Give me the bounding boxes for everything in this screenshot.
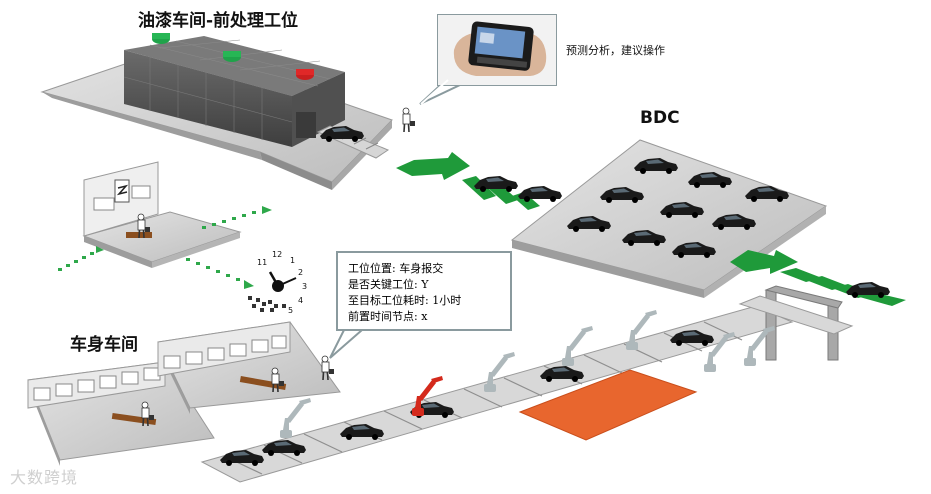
info-line-key: 是否关键工位: Y — [348, 278, 429, 291]
callout-pointer — [329, 329, 365, 359]
info-line-time: 至目标工位耗时: 1小时 — [348, 294, 462, 307]
body-shop-right-platform — [157, 321, 341, 414]
paint-conveyor — [316, 125, 390, 159]
clock-num-2: 2 — [298, 268, 304, 277]
body-shop-left-platform — [27, 361, 215, 466]
clock-num-12: 12 — [272, 250, 283, 259]
clock-icon — [248, 271, 297, 312]
phone-callout — [419, 14, 557, 105]
dotted-arrows — [58, 206, 272, 289]
office-platform — [82, 161, 242, 268]
station-info-callout: 工位位置: 车身报交 是否关键工位: Y 至目标工位耗时: 1小时 前置时间节点… — [336, 251, 512, 331]
main-conveyor — [200, 282, 890, 483]
body-shop-title: 车身车间 — [70, 335, 138, 355]
paint-shop-title: 油漆车间-前处理工位 — [138, 11, 299, 31]
paint-building — [123, 33, 345, 147]
clock-num-5: 5 — [288, 306, 294, 315]
worker-icon — [402, 107, 416, 133]
clock-num-4: 4 — [298, 296, 304, 305]
clock-num-11: 11 — [257, 258, 268, 267]
clock-num-3: 3 — [302, 282, 308, 291]
watermark: 大数跨境 — [10, 468, 79, 487]
worker-icon-2 — [321, 355, 335, 381]
predict-label: 预测分析，建议操作 — [566, 44, 665, 57]
info-line-lead: 前置时间节点: x — [348, 310, 428, 323]
bdc-platform — [474, 139, 828, 298]
info-line-position: 工位位置: 车身报交 — [348, 262, 444, 275]
bdc-title: BDC — [640, 108, 680, 128]
green-flow-arrow-top — [396, 152, 540, 210]
clock-num-1: 1 — [290, 256, 296, 265]
